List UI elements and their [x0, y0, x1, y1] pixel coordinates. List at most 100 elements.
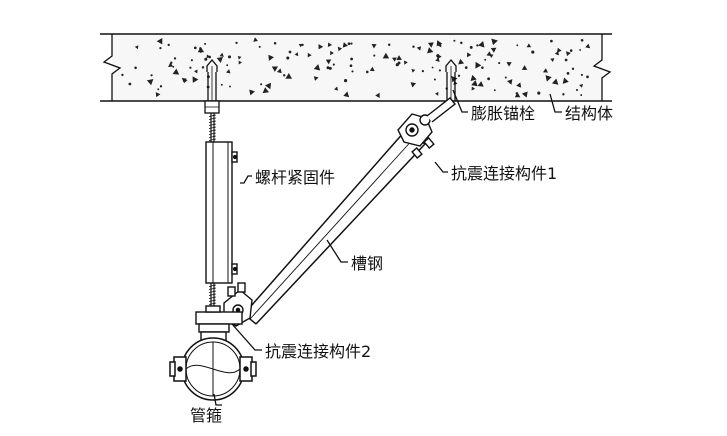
aggregate-stone [146, 79, 154, 86]
aggregate-dot [550, 39, 553, 43]
aggregate-stone [411, 68, 416, 73]
aggregate-dot [167, 43, 170, 47]
aggregate-dot [258, 45, 261, 48]
thread-mark [208, 293, 217, 296]
aggregate-dot [487, 77, 491, 81]
aggregate-dot [260, 83, 263, 86]
aggregate-stone [194, 69, 198, 74]
thread-mark [208, 284, 217, 287]
aggregate-stone [343, 91, 350, 98]
aggregate-dot [347, 42, 351, 46]
thread-mark [208, 299, 217, 302]
aggregate-dot [134, 66, 137, 70]
aggregate-stone [216, 57, 223, 64]
thread-mark [208, 296, 217, 299]
aggregate-dot [562, 93, 565, 96]
aggregate-dot [575, 88, 579, 92]
aggregate-dot [579, 49, 582, 51]
clamp-top-plate [195, 305, 243, 342]
aggregate-stone [369, 66, 375, 72]
break-line-left [102, 34, 122, 101]
aggregate-stone [265, 82, 272, 90]
aggregate-stone [262, 87, 269, 94]
aggregate-stone [206, 54, 211, 59]
label-connector-2: 抗震连接构件2 [265, 342, 371, 361]
aggregate-dot [564, 58, 568, 62]
aggregate-stone [327, 42, 333, 47]
aggregate-dot [190, 59, 193, 62]
aggregate-stone [192, 76, 199, 83]
aggregate-dot [433, 78, 436, 81]
thread-mark [208, 123, 217, 126]
aggregate-stone [313, 64, 321, 71]
aggregate-stone [491, 38, 498, 46]
leader-connector-1 [434, 161, 448, 173]
leader-rod-fastener [240, 175, 252, 184]
thread-mark [208, 120, 217, 123]
aggregate-dot [481, 66, 484, 69]
aggregate-stone [371, 43, 377, 49]
aggregate-stone [506, 62, 512, 67]
aggregate-stone [585, 43, 591, 49]
thread-mark [208, 138, 217, 141]
seismic-connector-1 [397, 97, 456, 159]
aggregate-dot [201, 66, 205, 69]
leader-connector-2 [231, 323, 262, 351]
aggregate-dot [395, 63, 399, 67]
aggregate-stone [416, 46, 422, 51]
aggregate-dot [121, 73, 124, 77]
concrete-slab [100, 33, 612, 102]
aggregate-dot [273, 41, 277, 45]
aggregate-stone [294, 52, 299, 57]
break-line-right [592, 34, 612, 101]
aggregate-dot [571, 67, 575, 70]
aggregate-stone [237, 55, 242, 60]
aggregate-dot [476, 44, 479, 47]
aggregate-dot [580, 73, 583, 76]
aggregate-stone [435, 91, 439, 96]
aggregate-dot [220, 83, 223, 86]
aggregate-stone [470, 74, 477, 82]
thread-mark [208, 135, 217, 138]
aggregate-dot [412, 45, 415, 48]
aggregate-dot [286, 56, 290, 60]
leader-pipe-clamp [213, 393, 222, 406]
leader-channel-steel [326, 239, 348, 263]
aggregate-stone [298, 43, 303, 48]
aggregate-stone [514, 92, 521, 98]
label-rod-fastener: 螺杆紧固件 [255, 168, 335, 187]
aggregate-dot [350, 42, 353, 45]
aggregate-stone [542, 68, 548, 73]
aggregate-stone [466, 52, 472, 58]
aggregate-stone [471, 80, 478, 87]
aggregate-stone [219, 52, 224, 57]
aggregate-stone [458, 58, 465, 65]
aggregate-stone [521, 91, 528, 98]
aggregate-dot [173, 57, 177, 60]
aggregate-stone [545, 75, 552, 82]
aggregate-stone [271, 66, 279, 72]
aggregate-stone [238, 60, 242, 65]
aggregate-stone [471, 86, 476, 91]
aggregate-stone [521, 65, 528, 70]
leader-anchor-bolt [452, 89, 468, 113]
aggregate-dot [159, 85, 163, 88]
aggregate-stone [226, 69, 231, 74]
aggregate-stone [557, 47, 562, 53]
aggregate-dot [344, 79, 348, 83]
leader-lines [213, 89, 562, 406]
aggregate-stone [550, 58, 555, 62]
aggregate-stone [579, 83, 584, 88]
aggregate-dot [387, 43, 391, 47]
aggregate-stone [382, 52, 390, 59]
aggregate-stone [490, 47, 497, 53]
aggregate-stone [435, 57, 440, 62]
aggregate-dot [288, 50, 292, 54]
threaded-rod [208, 113, 217, 312]
thread-mark [208, 287, 217, 290]
aggregate-stone [392, 57, 397, 62]
aggregate-dot [464, 66, 468, 69]
aggregate-dot [332, 63, 335, 66]
aggregate-stone [427, 42, 434, 48]
